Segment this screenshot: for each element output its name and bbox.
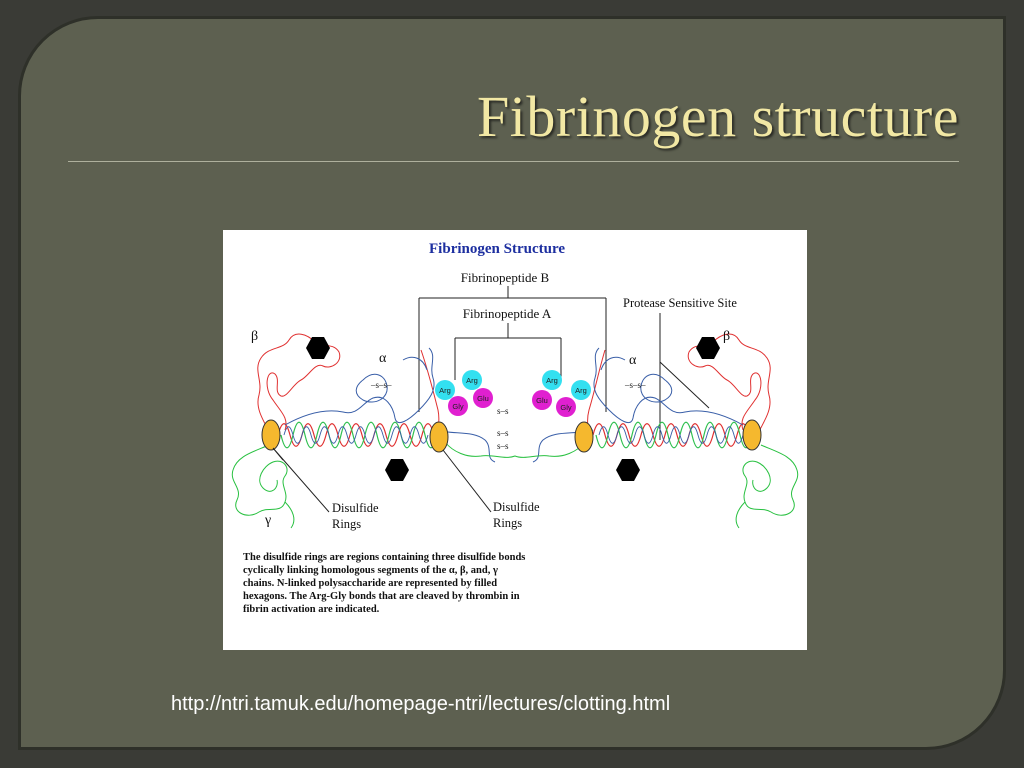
residues-left: Arg Arg Gly Glu (435, 370, 493, 416)
beta-chain-left (257, 333, 341, 436)
residue-glu (532, 390, 552, 410)
ss-bond-center-1: s–s (497, 406, 509, 416)
ss-bond-right: –s–s– (624, 380, 646, 390)
alpha-chain-center (436, 429, 594, 463)
residue-glu-label: Glu (536, 396, 548, 405)
disulfide-ring-left-inner (429, 421, 449, 453)
residue-arg (435, 380, 455, 400)
label-fibrinopeptide-a: Fibrinopeptide A (463, 306, 552, 321)
label-fibrinopeptide-b: Fibrinopeptide B (461, 270, 550, 285)
beta-chain-right (687, 333, 771, 436)
residue-arg-label: Arg (439, 386, 451, 395)
caption-line: cyclically linking homologous segments o… (243, 565, 498, 576)
pointer-protease-site (659, 313, 710, 440)
label-disulfide-rings-left-2: Rings (332, 517, 361, 531)
pointer-disulfide-left (272, 447, 330, 513)
caption-line: chains. N-linked polysaccharide are repr… (243, 578, 497, 589)
title-divider (68, 161, 959, 162)
hexagon-polysaccharide (696, 337, 720, 359)
coiled-coil-right (592, 421, 753, 449)
slide: Fibrinogen structure Fibrinogen Structur… (18, 16, 1006, 750)
helix-right-alpha (598, 426, 744, 444)
disulfide-ring-right-inner (574, 421, 594, 453)
residue-gly-label: Gly (560, 403, 572, 412)
fibrinogen-diagram: Fibrinogen Structure Fibrinopeptide B Fi… (223, 230, 807, 650)
bracket-fibrinopeptide-b (418, 286, 607, 412)
alpha-chain-left (284, 347, 435, 426)
ss-bond-center-3: s–s (497, 441, 509, 451)
label-beta-right: β (723, 329, 730, 344)
residue-arg (571, 380, 591, 400)
residue-arg-label: Arg (575, 386, 587, 395)
residue-gly-label: Gly (452, 402, 464, 411)
residue-glu (473, 388, 493, 408)
gamma-chain-left (231, 444, 295, 529)
label-beta-left: β (251, 329, 258, 344)
residue-arg (542, 370, 562, 390)
alpha-chain-right (593, 347, 744, 426)
caption-line: hexagons. The Arg-Gly bonds that are cle… (243, 591, 520, 602)
pointer-disulfide-center (442, 449, 492, 513)
disulfide-ring-left-outer (261, 419, 281, 451)
helix-right-gamma (595, 421, 753, 449)
label-disulfide-rings-center-2: Rings (493, 516, 522, 530)
hexagon-polysaccharide (306, 337, 330, 359)
label-disulfide-rings-center-1: Disulfide (493, 500, 540, 514)
residue-gly (448, 396, 468, 416)
label-disulfide-rings-left-1: Disulfide (332, 501, 379, 515)
figure-caption: The disulfide rings are regions containi… (243, 552, 525, 615)
source-url: http://ntri.tamuk.edu/homepage-ntri/lect… (171, 693, 671, 715)
label-alpha-left: α (379, 351, 387, 366)
disulfide-ring-right-outer (742, 419, 762, 451)
residue-arg-label: Arg (466, 376, 478, 385)
helix-left-gamma (280, 421, 438, 449)
ss-bond-left: –s–s– (370, 380, 392, 390)
helix-left-alpha (283, 426, 429, 444)
bracket-fibrinopeptide-a (454, 323, 562, 380)
residue-glu-label: Glu (477, 394, 489, 403)
label-alpha-right: α (629, 353, 637, 368)
hexagon-polysaccharide (616, 459, 640, 481)
caption-line: The disulfide rings are regions containi… (243, 552, 525, 563)
figure-title: Fibrinogen Structure (429, 241, 565, 257)
gamma-chain-right (735, 444, 799, 529)
ss-bond-center-2: s–s (497, 428, 509, 438)
residue-arg (462, 370, 482, 390)
gamma-chain-center (444, 441, 586, 458)
label-gamma-left: γ (264, 513, 271, 528)
residues-right: Arg Arg Glu Gly (532, 370, 591, 417)
slide-title: Fibrinogen structure (477, 84, 959, 149)
caption-line: fibrin activation are indicated. (243, 604, 380, 615)
coiled-coil-left (277, 421, 438, 449)
residue-arg-label: Arg (546, 376, 558, 385)
label-protease-site: Protease Sensitive Site (623, 296, 737, 310)
residue-gly (556, 397, 576, 417)
hexagon-polysaccharide (385, 459, 409, 481)
